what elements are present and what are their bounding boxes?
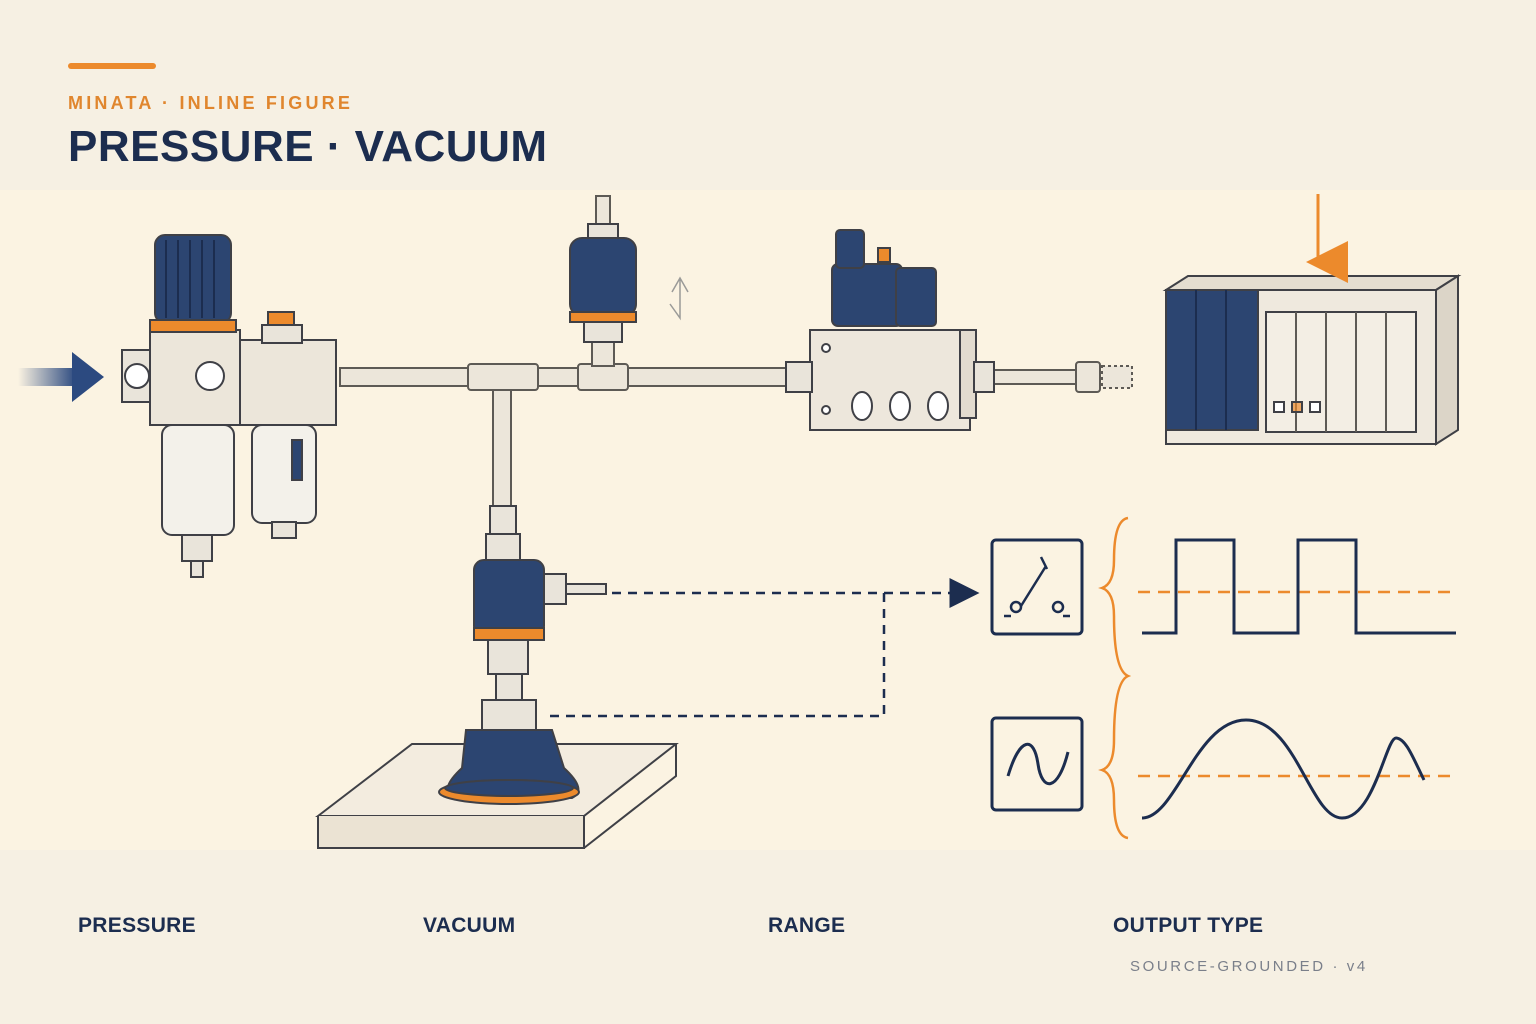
plc-controller <box>1162 274 1462 446</box>
pressure-sensor-top <box>569 223 637 343</box>
filter-regulator <box>121 234 337 578</box>
accent-bar <box>68 63 156 69</box>
analog-wave-icon <box>990 716 1084 812</box>
suction-cup <box>315 729 679 849</box>
pipe-network <box>339 195 1133 507</box>
solenoid-valve <box>785 229 995 431</box>
sketch-mark <box>669 276 689 321</box>
output-brace <box>1098 516 1132 840</box>
inlet-arrow <box>18 352 104 402</box>
analog-waveform <box>1138 718 1456 820</box>
footer-label-output-type: OUTPUT TYPE <box>1113 914 1264 937</box>
source-watermark: SOURCE-GROUNDED · v4 <box>1130 958 1368 975</box>
schematic-figure <box>0 190 1536 850</box>
figure-eyebrow: MINATA · INLINE FIGURE <box>68 93 354 113</box>
footer-label-vacuum: VACUUM <box>423 914 516 937</box>
footer-label-pressure: PRESSURE <box>78 914 196 937</box>
footer-label-range: RANGE <box>768 914 846 937</box>
page-title: PRESSURE · VACUUM <box>68 122 548 171</box>
signal-line-analog <box>550 593 886 718</box>
switch-output-icon <box>990 538 1084 636</box>
vacuum-sensor <box>473 505 607 733</box>
digital-waveform <box>1138 538 1456 635</box>
